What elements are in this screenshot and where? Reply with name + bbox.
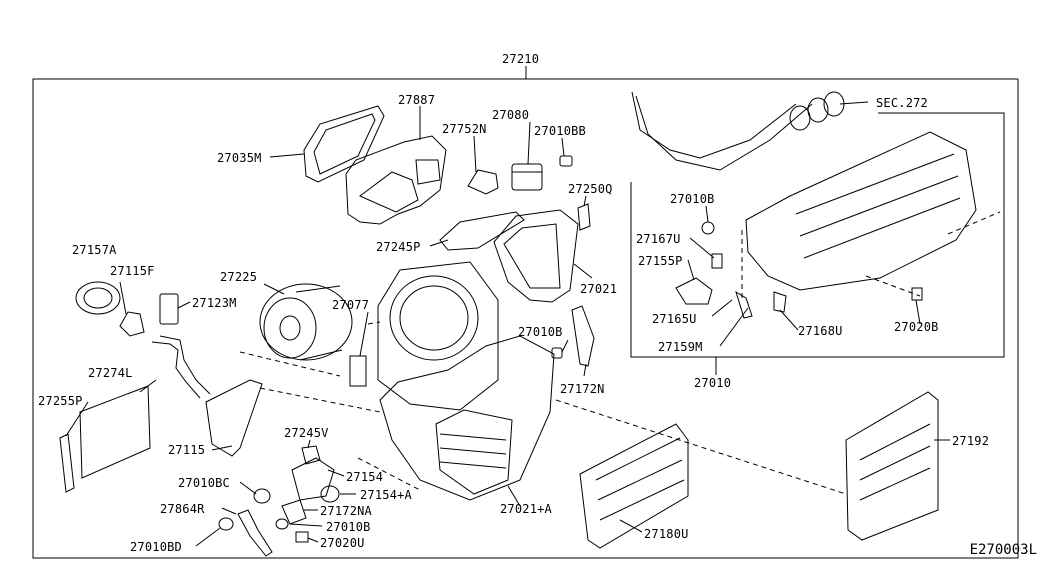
mount-bracket-drawing — [119, 311, 145, 337]
callout-27168u: 27168U — [798, 324, 843, 338]
callout-27077: 27077 — [332, 298, 370, 312]
callout-27010: 27010 — [694, 376, 732, 390]
mix-door-drawing — [579, 423, 689, 549]
callout-27155p: 27155P — [638, 254, 683, 268]
callout-27010b-low: 27010B — [326, 520, 371, 534]
actuator-drawing — [467, 155, 573, 195]
callout-27167u: 27167U — [636, 232, 681, 246]
hvac-case-drawing — [379, 335, 555, 501]
callout-27172na: 27172NA — [320, 504, 372, 518]
callout-27180u: 27180U — [644, 527, 689, 541]
callout-27010bc: 27010BC — [178, 476, 230, 490]
heater-core-drawing — [151, 335, 263, 457]
cabin-filter-drawing — [79, 385, 151, 479]
callout-27225: 27225 — [220, 270, 258, 284]
seal-drawing — [439, 211, 525, 251]
callout-27159m: 27159M — [658, 340, 703, 354]
sub-parts-drawing — [675, 221, 923, 319]
callout-27154: 27154 — [346, 470, 384, 484]
sub-assembly-outline — [630, 112, 1005, 375]
callout-27192: 27192 — [952, 434, 990, 448]
callout-27157a: 27157A — [72, 243, 117, 257]
actuator-na-drawing — [275, 499, 309, 543]
callout-27115f: 27115F — [110, 264, 155, 278]
control-module-drawing — [745, 131, 977, 291]
callout-27245v: 27245V — [284, 426, 329, 440]
callout-27210: 27210 — [502, 52, 540, 66]
callout-27255p: 27255P — [38, 394, 83, 408]
filter-frame-drawing — [303, 105, 385, 183]
callout-27021: 27021 — [580, 282, 618, 296]
lever-drawing — [571, 305, 595, 367]
callout-27752n: 27752N — [442, 122, 487, 136]
callout-27154-plus-a: 27154+A — [360, 488, 412, 502]
callout-27021-plus-a: 27021+A — [500, 502, 552, 516]
callout-27035m: 27035M — [217, 151, 262, 165]
reference-dashes — [239, 211, 1001, 495]
bolt-drawing — [551, 347, 563, 359]
blower-motor-drawing — [259, 283, 353, 361]
housing-cover-drawing — [493, 209, 579, 303]
control-cables-drawing — [631, 91, 845, 171]
callout-27080: 27080 — [492, 108, 530, 122]
connector-drawing — [159, 293, 179, 325]
diagram-code: E270003L — [969, 542, 1037, 558]
callout-27887: 27887 — [398, 93, 436, 107]
callout-27010b-mid: 27010B — [518, 325, 563, 339]
filter-grid-drawing — [845, 391, 939, 541]
callout-27250q: 27250Q — [568, 182, 613, 196]
callout-27010bb: 27010BB — [534, 124, 586, 138]
link-rod-drawing — [218, 509, 273, 557]
callout-27010b-sub: 27010B — [670, 192, 715, 206]
callout-27020u: 27020U — [320, 536, 365, 550]
callout-27115: 27115 — [168, 443, 206, 457]
gasket-drawing — [291, 445, 340, 503]
callout-27123m: 27123M — [192, 296, 237, 310]
callout-27274l: 27274L — [88, 366, 133, 380]
intake-duct-drawing — [345, 135, 447, 225]
filter-strip-drawing — [59, 433, 75, 493]
leader-lines — [65, 101, 950, 547]
assembly-outline — [32, 66, 1019, 559]
callout-27864r: 27864R — [160, 502, 205, 516]
callout-27172n: 27172N — [560, 382, 605, 396]
bracket-drawing — [577, 203, 591, 231]
bolt-bc-drawing — [253, 488, 271, 504]
motor-resistor-drawing — [75, 281, 121, 315]
callout-27245p: 27245P — [376, 240, 421, 254]
callout-27010bd: 27010BD — [130, 540, 182, 554]
callout-27165u: 27165U — [652, 312, 697, 326]
blower-case-drawing — [349, 261, 499, 411]
callout-sec272: SEC.272 — [876, 96, 928, 110]
callout-27020b: 27020B — [894, 320, 939, 334]
